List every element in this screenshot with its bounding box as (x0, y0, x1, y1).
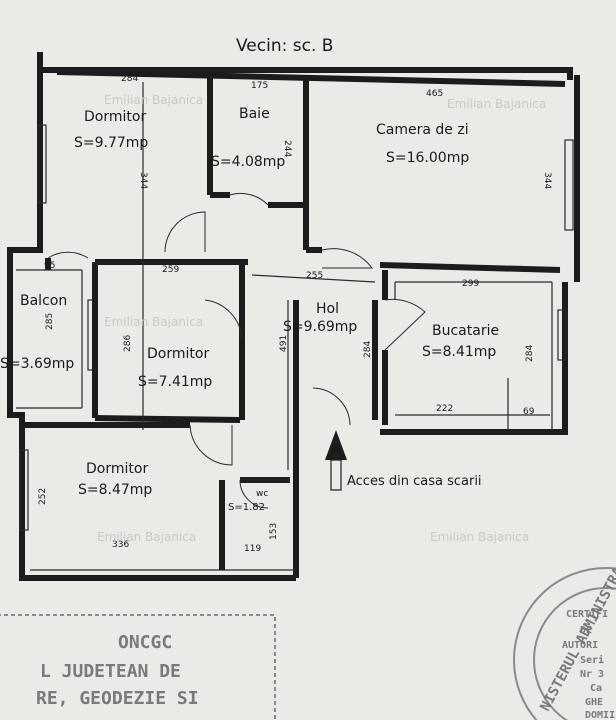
dim-252: 252 (38, 488, 48, 505)
plan-title: Vecin: sc. B (236, 36, 333, 56)
left-stamp: ONCGC L JUDETEAN DE RE, GEODEZIE SI (0, 614, 276, 720)
access-label: Acces din casa scarii (347, 474, 482, 489)
right-stamp-line-8: DOMIIL (585, 710, 616, 720)
dim-491: 491 (279, 335, 289, 352)
room-hol-area: S=9.69mp (283, 319, 357, 335)
watermark-1: Emilian Bajanica (104, 93, 203, 107)
dim-344-a: 344 (138, 172, 148, 189)
dim-286: 286 (123, 335, 133, 352)
room-labels: Dormitor S=9.77mp Baie S=4.08mp Camera d… (0, 106, 499, 513)
right-stamp-line-7: GHE (585, 697, 603, 708)
dim-244: 244 (282, 140, 292, 157)
room-dormitor-3-name: Dormitor (86, 461, 148, 477)
right-stamp-line-3: AUTORI (562, 640, 598, 651)
left-stamp-line-2: L JUDETEAN DE (40, 661, 181, 682)
room-bucatarie-name: Bucatarie (432, 323, 499, 339)
watermark-2: Emilian Bajanica (447, 97, 546, 111)
door-swings (47, 192, 426, 509)
room-dormitor-3-area: S=8.47mp (78, 482, 152, 498)
dim-69: 69 (523, 407, 535, 417)
room-dormitor-2-area: S=7.41mp (138, 374, 212, 390)
dim-255: 255 (306, 271, 323, 281)
right-stamp-line-6: Ca (590, 683, 602, 694)
room-camera-area: S=16.00mp (386, 150, 469, 166)
right-stamp-line-5: Nr 3 (580, 669, 604, 680)
room-wc-name: wc (256, 489, 268, 499)
dim-95: 95 (44, 261, 55, 271)
dim-285: 285 (45, 313, 55, 330)
room-balcon-area: S=3.69mp (0, 356, 74, 372)
dim-344-b: 344 (542, 172, 552, 189)
watermark-4: Emilian Bajanica (97, 530, 196, 544)
room-dormitor-1-name: Dormitor (84, 109, 146, 125)
right-stamp-line-4: Seri (580, 654, 604, 666)
room-dormitor-1-area: S=9.77mp (74, 135, 148, 151)
dim-284-b: 284 (363, 341, 373, 358)
room-dormitor-2-name: Dormitor (147, 346, 209, 362)
room-camera-name: Camera de zi (376, 122, 469, 138)
room-hol-name: Hol (316, 301, 339, 317)
interior-walls (16, 72, 561, 570)
outer-walls (7, 52, 580, 581)
dim-284-c: 284 (525, 345, 535, 362)
room-baie-area: S=4.08mp (211, 154, 285, 170)
left-stamp-line-3: RE, GEODEZIE SI (36, 688, 199, 709)
dim-175: 175 (251, 81, 268, 91)
right-stamp-line-2: DE (580, 625, 592, 636)
dim-284: 284 (121, 74, 138, 84)
room-balcon-name: Balcon (20, 293, 67, 309)
dim-465: 465 (426, 89, 443, 99)
room-baie-name: Baie (239, 106, 270, 122)
dim-259: 259 (162, 265, 179, 275)
watermarks: Emilian Bajanica Emilian Bajanica Emilia… (97, 93, 546, 544)
room-wc-area: S=1.82 (228, 502, 265, 513)
room-bucatarie-area: S=8.41mp (422, 344, 496, 360)
watermark-3: Emilian Bajanica (104, 315, 203, 329)
dim-222: 222 (436, 404, 453, 414)
access-arrow (325, 430, 347, 491)
dim-299: 299 (462, 279, 479, 289)
dim-153: 153 (269, 523, 279, 540)
left-stamp-line-1: ONCGC (118, 632, 172, 653)
dimension-labels: 284 175 465 344 244 344 95 259 255 299 2… (38, 74, 552, 554)
dim-119: 119 (244, 544, 261, 554)
dim-336: 336 (112, 540, 129, 550)
watermark-5: Emilian Bajanica (430, 530, 529, 544)
right-stamp-line-1: CERTIFI (566, 609, 608, 620)
